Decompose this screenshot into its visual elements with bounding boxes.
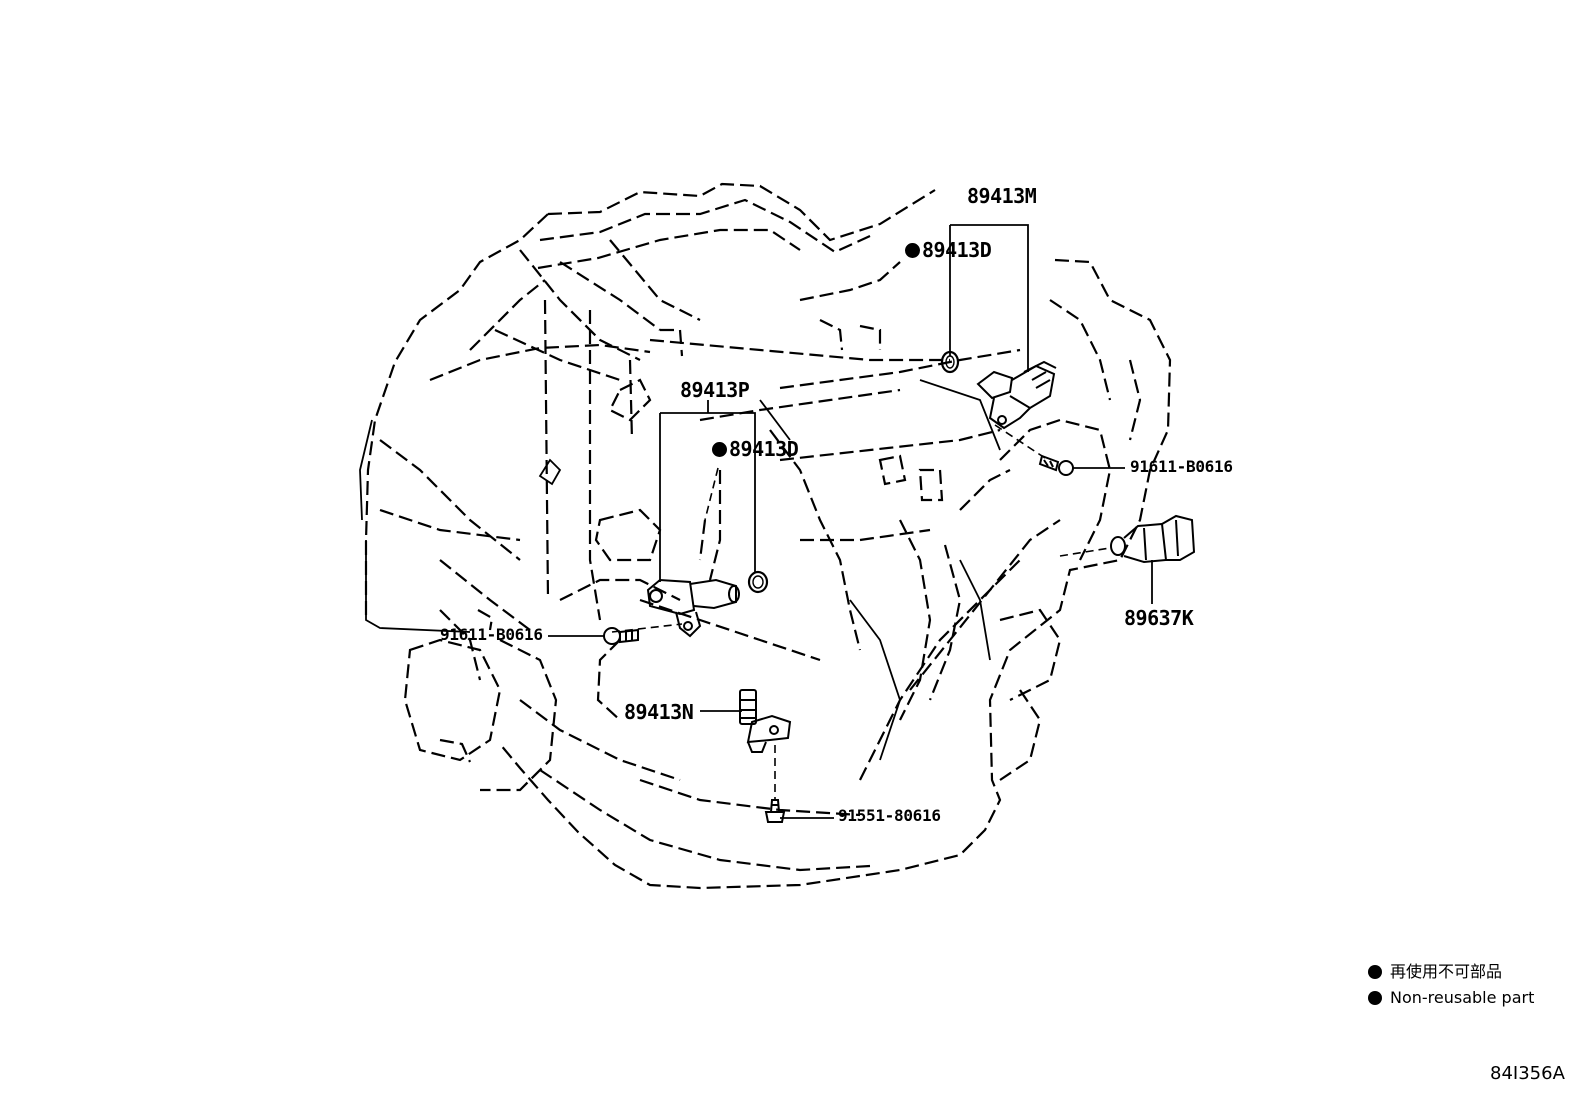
o-ring-gasket-upper [942,352,958,372]
non-reusable-marker-icon [905,243,920,258]
leader-lines [548,225,1152,818]
callout-89413p: 89413P [680,378,750,402]
legend-english-text: Non-reusable part [1390,988,1535,1007]
oil-pressure-switch-89637k [1111,516,1194,562]
callout-89413d-upper: 89413D [905,238,992,262]
non-reusable-marker-icon [1368,965,1382,979]
callout-89413d-lower: 89413D [712,437,799,461]
figure-id: 84I356A [1490,1063,1565,1084]
assembly-axes [612,425,1110,800]
speed-sensor-89413n [740,690,790,752]
callout-89413n: 89413N [624,700,694,724]
leader-89413p-gasket [660,413,755,572]
bolt-91611-b0616-left [604,628,638,644]
leader-89413m-sensor [950,225,1028,372]
callout-89637k: 89637K [1124,606,1194,630]
transmission-housing-outline [366,184,1170,888]
bolt-91611-b0616-right [1040,456,1073,475]
callout-89413d-lower-text: 89413D [729,437,799,461]
callout-91611-b0616-right: 91611-B0616 [1130,457,1233,476]
legend-japanese-text: 再使用不可部品 [1390,962,1503,981]
o-ring-gasket-lower [749,572,767,592]
callout-91551-80616: 91551-80616 [838,806,941,825]
legend-row-english: Non-reusable part [1368,990,1534,1006]
speed-sensor-89413p [648,580,739,636]
callout-89413m: 89413M [967,184,1037,208]
legend-row-japanese: 再使用不可部品 [1368,964,1502,980]
bolt-91551-80616-bottom [766,800,784,822]
callout-89413d-upper-text: 89413D [922,238,992,262]
housing-detail-lines [360,380,1000,760]
callout-91611-b0616-left: 91611-B0616 [440,625,543,644]
speed-sensor-89413m [978,362,1056,428]
non-reusable-marker-icon [1368,991,1382,1005]
non-reusable-marker-icon [712,442,727,457]
